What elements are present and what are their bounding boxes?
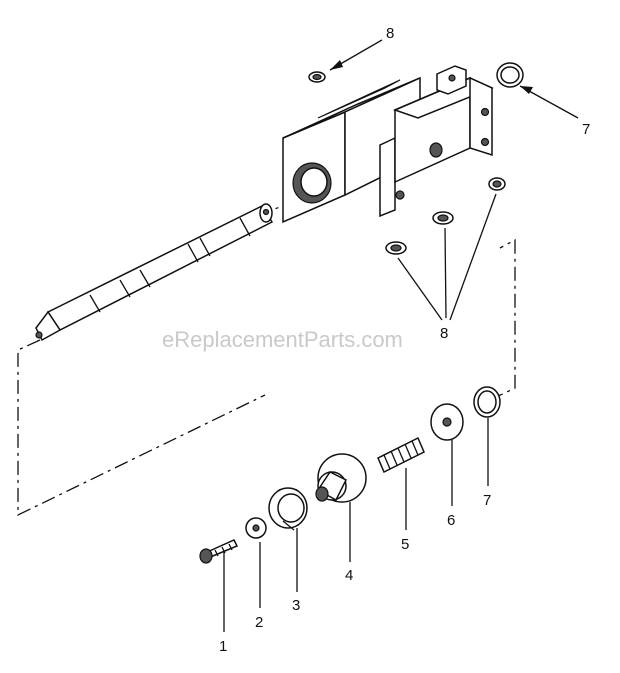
callout-6: 6: [447, 512, 455, 529]
assembly-line-right: [489, 238, 516, 401]
leader-8-mid-1: [397, 257, 443, 321]
callout-7-top: 7: [582, 121, 590, 138]
callout-1: 1: [219, 638, 227, 655]
o-ring-bottom-1: [385, 241, 407, 255]
part-disc: [430, 403, 464, 441]
callout-4: 4: [345, 567, 353, 584]
part-o-ring: [473, 386, 501, 418]
arrow-7-top: [520, 86, 533, 94]
o-ring-bottom-3: [488, 177, 506, 191]
leader-8-mid-2: [444, 227, 447, 319]
assembly-line-left: [17, 339, 266, 517]
o-ring-top-left: [308, 71, 326, 83]
part-spring-seat: [315, 453, 367, 503]
o-ring-bottom-2: [432, 211, 454, 225]
part-screw: [199, 539, 239, 564]
o-ring-large-right: [496, 62, 524, 88]
spool-shaft: [35, 203, 274, 342]
valve-body: [282, 65, 494, 224]
callout-7-bottom: 7: [483, 492, 491, 509]
leader-8-mid-3: [449, 193, 497, 321]
arrow-8-top: [330, 60, 343, 70]
callout-5: 5: [401, 536, 409, 553]
part-spring: [377, 436, 425, 474]
callout-2: 2: [255, 614, 263, 631]
callout-8-top: 8: [386, 25, 394, 42]
callout-8-mid: 8: [440, 325, 448, 342]
callout-3: 3: [292, 597, 300, 614]
watermark: eReplacementParts.com: [162, 327, 403, 352]
part-snap-ring: [268, 487, 308, 531]
part-washer: [245, 517, 267, 539]
